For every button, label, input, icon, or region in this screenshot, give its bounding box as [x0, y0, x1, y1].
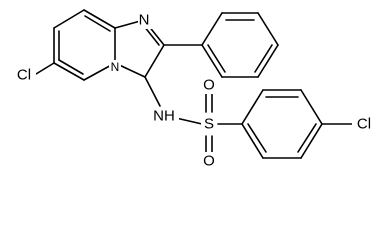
bonds: [35, 9, 353, 159]
atom-n-ring-top: N: [139, 12, 150, 29]
atom-sulfur: S: [204, 116, 214, 133]
atom-n-ring-bridge: N: [111, 60, 120, 74]
atom-oxygen-top: O: [203, 77, 215, 94]
atom-oxygen-bottom: O: [203, 153, 215, 170]
atom-cl-right: Cl: [357, 116, 371, 133]
atom-nh: NH: [153, 108, 175, 125]
atom-cl-left: Cl: [17, 67, 31, 84]
atom-labels: Cl N N NH S O O Cl: [14, 11, 376, 170]
chemical-structure: Cl N N NH S O O Cl: [14, 9, 376, 170]
